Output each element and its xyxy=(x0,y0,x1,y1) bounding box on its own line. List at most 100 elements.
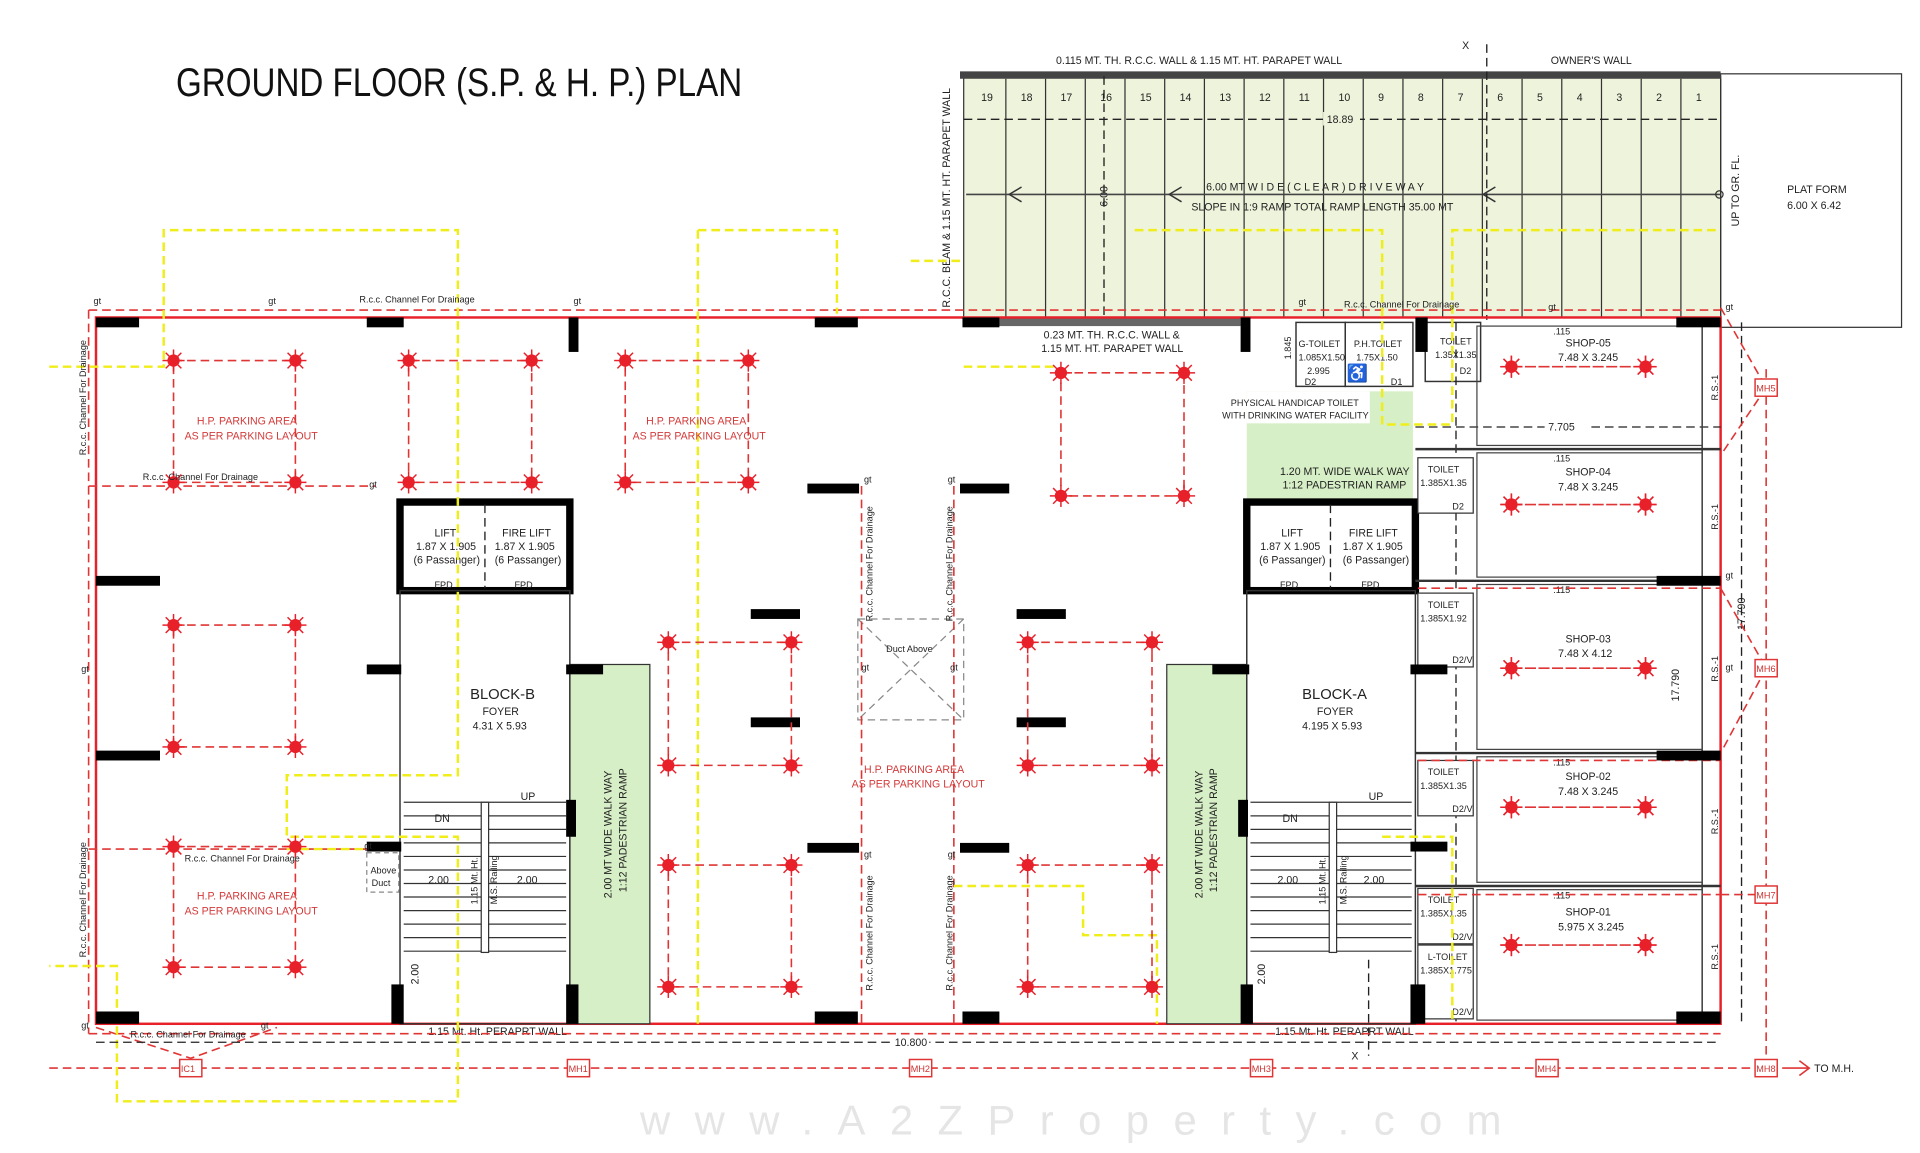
upper-floor-outline xyxy=(910,228,1721,426)
stair-a-up: UP xyxy=(1369,791,1384,803)
shop-run-text-inner: 17.790 xyxy=(1670,669,1682,701)
column-point-icon xyxy=(1634,657,1657,680)
manhole-mh7 xyxy=(1754,885,1778,904)
parking-bay xyxy=(1026,641,1153,767)
column-point-icon xyxy=(284,735,307,759)
gully-trap-label: gt xyxy=(948,850,956,860)
shop-4 xyxy=(1476,452,1703,578)
column-point-icon xyxy=(657,853,680,877)
shop-name: SHOP-04 xyxy=(1566,467,1611,479)
g-toilet-size: 1.085X1.50 xyxy=(1298,353,1345,363)
column-point-icon xyxy=(1140,853,1164,877)
column xyxy=(566,984,579,1024)
stair-a-railing-ht: 1.15 Mt. Ht. xyxy=(1318,857,1328,904)
manhole-mh4 xyxy=(1535,1058,1559,1078)
shop-toilet-size: 1.385X1.92 xyxy=(1420,613,1467,623)
bottom-wall-label-1: 0.23 MT. TH. R.C.C. WALL & xyxy=(1044,329,1180,341)
shop-name: SHOP-01 xyxy=(1566,907,1611,919)
column-point-icon xyxy=(162,735,185,759)
column-point-icon xyxy=(657,631,680,654)
column xyxy=(1410,984,1426,1024)
slot-number: 13 xyxy=(1219,92,1231,104)
rs-label: R.S.-1 xyxy=(1710,809,1720,835)
lift-a-capacity: (6 Passanger) xyxy=(1259,555,1325,567)
ramp-a-label-1: 2.00 MT WIDE WALK WAY xyxy=(1193,771,1205,899)
structural-columns xyxy=(96,317,1721,1024)
platform: PLAT FORM 6.00 X 6.42 xyxy=(1720,73,1903,328)
column-point-icon xyxy=(1016,853,1039,877)
duct-above-label: Duct Above xyxy=(886,644,933,654)
column-point-icon xyxy=(162,956,185,979)
shop-toilet-name: TOILET xyxy=(1428,600,1460,610)
shop-name: SHOP-03 xyxy=(1566,633,1611,645)
parking-label-1a: H.P. PARKING AREA xyxy=(197,416,298,428)
column-point-icon xyxy=(1500,355,1523,378)
column-point-icon xyxy=(162,471,185,494)
slot-number: 19 xyxy=(981,92,993,104)
column xyxy=(96,1011,140,1024)
rs-label: R.S.-1 xyxy=(1710,656,1720,682)
drainage-channel xyxy=(1719,387,1767,456)
stair-a-landing: 2.00 xyxy=(1256,964,1268,985)
column xyxy=(96,317,140,328)
drainage-channel xyxy=(1719,587,1767,669)
manhole-label: MH3 xyxy=(1252,1064,1271,1074)
shop-toilet-name: TOILET xyxy=(1428,465,1460,475)
fire-lift-b-name: FIRE LIFT xyxy=(502,528,551,540)
platform-label: PLAT FORM xyxy=(1787,184,1847,196)
manhole-label: MH5 xyxy=(1756,383,1775,393)
upper-floor-outline xyxy=(953,884,1159,1024)
gully-trap-label: gt xyxy=(948,474,956,484)
gully-trap-label: gt xyxy=(369,479,377,489)
duct-left-label-2: Duct xyxy=(372,878,391,888)
shop-toilet-name: L-TOILET xyxy=(1428,952,1468,962)
manhole-label: IC1 xyxy=(181,1064,195,1074)
manhole-mh1 xyxy=(566,1058,591,1078)
gully-trap-label: gt xyxy=(574,296,582,306)
manhole-label: MH6 xyxy=(1756,664,1775,674)
column-point-icon xyxy=(780,754,803,777)
wall-thickness: .115 xyxy=(1553,757,1570,767)
column-point-icon xyxy=(397,349,420,372)
column xyxy=(1656,575,1721,586)
column xyxy=(1676,1011,1721,1024)
shop-toilet-name: TOILET xyxy=(1428,895,1460,905)
column-point-icon xyxy=(284,471,307,494)
upper-floor-outline xyxy=(1382,835,1454,1024)
shop-toilet-size: 1.385X1.35 xyxy=(1420,478,1467,488)
parking-label-2b: AS PER PARKING LAYOUT xyxy=(633,430,767,442)
up-to-ground-label: UP TO GR. FL. xyxy=(1730,155,1742,227)
shop-toilet xyxy=(1417,457,1474,514)
column xyxy=(391,984,404,1024)
column xyxy=(96,750,160,761)
stair-a-down: DN xyxy=(1282,813,1297,825)
stair-b-width-1: 2.00 xyxy=(428,875,449,887)
column-point-icon xyxy=(1172,361,1196,384)
column-point-icon xyxy=(162,349,185,372)
ph-toilet xyxy=(1344,321,1414,388)
driveway-label: 6.00 MT W I D E ( C L E A R ) D R I V E … xyxy=(1206,182,1424,194)
column-point-icon xyxy=(284,349,307,372)
shop-toilet-door: D2 xyxy=(1452,501,1464,511)
shop-toilet-door: D2/V xyxy=(1452,1007,1473,1017)
shop-toilet xyxy=(1417,592,1474,668)
ramp-start-icon xyxy=(1715,190,1724,199)
slot-number: 17 xyxy=(1061,92,1073,104)
parking-grid xyxy=(162,349,1657,998)
ramp-block-b xyxy=(569,663,651,1025)
stair-a-width-1: 2.00 xyxy=(1278,875,1299,887)
slot-number: 11 xyxy=(1299,92,1310,104)
slot-number: 12 xyxy=(1259,92,1271,104)
slot-number: 16 xyxy=(1100,92,1112,104)
drainage-label: R.c.c. Channel For Drainage xyxy=(359,295,474,305)
stair-b-landing: 2.00 xyxy=(409,964,421,985)
gully-trap-label: gt xyxy=(864,474,872,484)
column xyxy=(566,799,576,837)
manhole-mh2 xyxy=(908,1058,933,1078)
column xyxy=(1238,799,1248,837)
lift-a-size: 1.87 X 1.905 xyxy=(1260,541,1320,553)
drainage-label: R.c.c. Channel For Drainage xyxy=(865,506,875,621)
column xyxy=(1410,664,1448,675)
column xyxy=(960,842,1010,853)
